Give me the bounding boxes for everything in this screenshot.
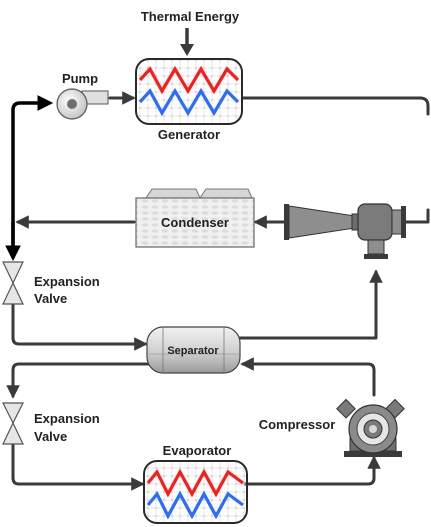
expansion-valve-2-label-line2: Valve [34, 429, 67, 444]
pipe-separator-to-ejector [238, 269, 383, 340]
thermal-energy-input: Thermal Energy [141, 9, 240, 56]
pipe-compressor-to-separator [240, 357, 376, 397]
expansion-valve-1: Expansion Valve [2, 261, 100, 306]
evaporator-label: Evaporator [163, 443, 232, 458]
condenser-body [135, 197, 255, 248]
separator: Separator [146, 326, 241, 374]
expansion-valve-2: Expansion Valve [2, 402, 100, 445]
pipes [6, 91, 430, 491]
expansion-valve-2-label-line1: Expansion [34, 411, 100, 426]
arrow-down-icon [180, 44, 194, 56]
pipe-ejector-inlet [404, 208, 430, 224]
pipe-valve1-to-separator [11, 302, 148, 351]
expansion-valve-1-label-line2: Valve [34, 291, 67, 306]
compressor: Compressor [259, 398, 405, 457]
pipe-separator-to-valve2 [6, 362, 152, 399]
condenser-label: Condenser [161, 215, 229, 230]
ejector [284, 203, 406, 259]
expansion-valve-1-label-line1: Expansion [34, 274, 100, 289]
pump: Pump [56, 71, 109, 120]
cold-coil [146, 490, 244, 520]
hot-coil [138, 65, 240, 95]
evaporator-vessel [143, 460, 248, 524]
cold-coil [138, 87, 240, 117]
pipe-valve2-to-evaporator [11, 442, 145, 491]
pipe-condensate-return [5, 95, 54, 262]
pipe-evaporator-to-compressor [243, 455, 381, 486]
thermal-energy-label: Thermal Energy [141, 9, 240, 24]
condenser: Condenser [135, 188, 255, 248]
pump-label: Pump [62, 71, 98, 86]
ejector-body [357, 203, 393, 241]
valve-icon [2, 402, 24, 425]
valve-icon [2, 261, 24, 285]
generator-label: Generator [158, 127, 220, 142]
hot-coil [146, 468, 244, 498]
generator: Generator [135, 58, 243, 142]
pipe-generator-outlet [241, 96, 430, 116]
separator-label: Separator [167, 345, 219, 357]
separator-vessel [146, 326, 241, 374]
evaporator: Evaporator [143, 443, 248, 524]
compressor-label: Compressor [259, 417, 336, 432]
